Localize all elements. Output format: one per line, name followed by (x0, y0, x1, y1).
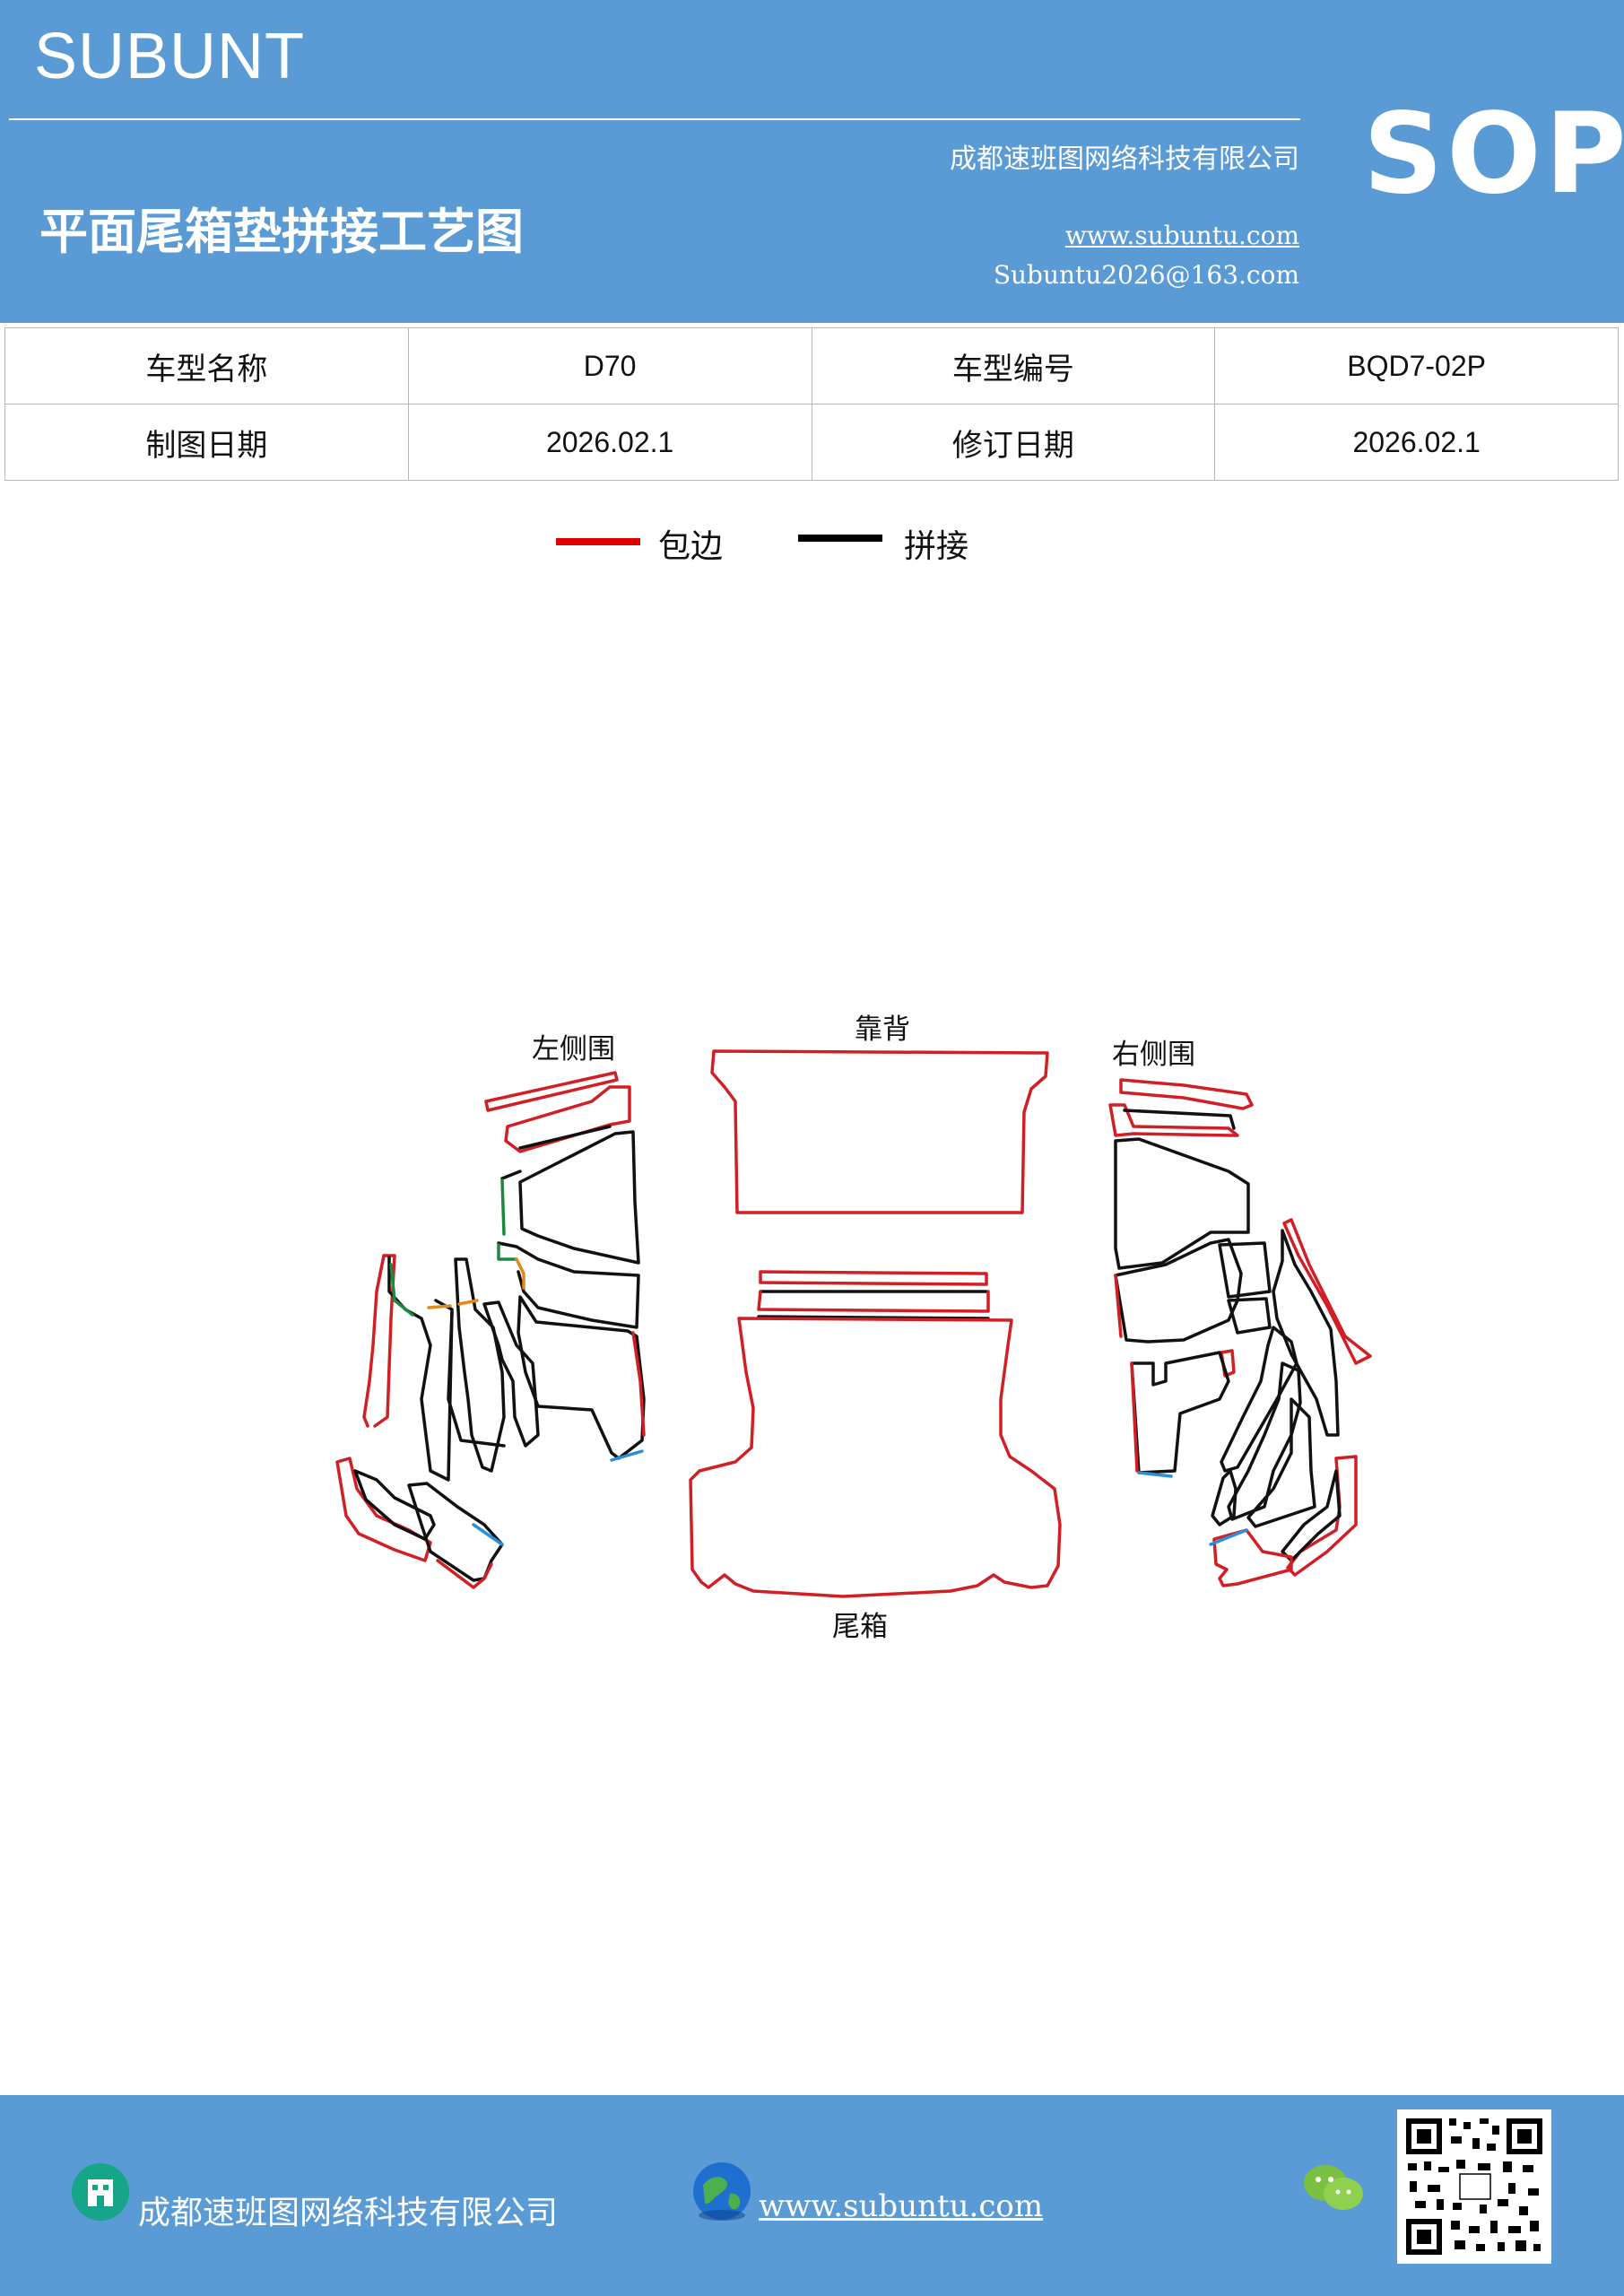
middle-strip (757, 1290, 990, 1313)
footer-banner: 成都速班图网络科技有限公司 www.subuntu.com (0, 2095, 1624, 2296)
right-part (1108, 1103, 1239, 1137)
legend-edge: 包边 (556, 520, 753, 574)
left-part (457, 1299, 479, 1306)
table-cell-label: 制图日期 (4, 404, 409, 481)
right-part (1246, 1397, 1316, 1528)
header-email: Subuntu2026@163.com (993, 260, 1299, 290)
left-part (362, 1254, 386, 1428)
table-cell-label: 车型编号 (811, 327, 1216, 404)
right-part (1227, 1297, 1272, 1335)
right-part (1114, 1137, 1250, 1270)
right-part (1137, 1471, 1173, 1478)
right-part (1220, 1326, 1298, 1473)
legend-edge-swatch (556, 538, 640, 545)
trunk-panel (689, 1317, 1062, 1598)
middle-strip (759, 1270, 988, 1286)
legend-seam-label: 拼接 (904, 528, 969, 565)
header-website-link[interactable]: www.subuntu.com (1064, 221, 1299, 250)
label-right-side: 右侧围 (1112, 1039, 1195, 1071)
left-part (500, 1178, 506, 1236)
legend-edge-label: 包边 (658, 528, 724, 565)
header-divider (9, 118, 1300, 120)
left-part (389, 1263, 414, 1317)
globe-icon (693, 2162, 751, 2221)
left-part (484, 1071, 619, 1112)
splice-diagram: 左侧围 靠背 右侧围 尾箱 (0, 987, 1624, 1668)
middle-strip (757, 1315, 990, 1320)
left-part (335, 1457, 432, 1562)
right-part (1114, 1238, 1243, 1344)
diagram-shapes (335, 1049, 1372, 1598)
vehicle-info-table: 车型名称 D70 车型编号 BQD7-02P 制图日期 2026.02.1 修订… (4, 327, 1619, 481)
table-cell-value: 2026.02.1 (407, 404, 812, 481)
left-part (353, 1469, 436, 1541)
right-part (1211, 1469, 1238, 1526)
left-part (497, 1241, 640, 1329)
left-part (427, 1304, 452, 1309)
left-part (515, 1257, 525, 1290)
label-trunk: 尾箱 (832, 1611, 888, 1643)
table-cell-value: BQD7-02P (1214, 327, 1619, 404)
table-cell-label: 车型名称 (4, 327, 409, 404)
footer-company: 成都速班图网络科技有限公司 (138, 2195, 559, 2231)
backrest-panel (710, 1049, 1049, 1214)
right-part (1286, 1455, 1358, 1577)
right-part (1119, 1078, 1254, 1110)
left-part (472, 1523, 504, 1546)
table-cell-value: 2026.02.1 (1214, 404, 1619, 481)
left-part (482, 1300, 540, 1448)
table-cell-value: D70 (407, 327, 812, 404)
legend-seam: 拼接 (798, 520, 995, 574)
header-banner: SUBUNT SOP 成都速班图网络科技有限公司 平面尾箱垫拼接工艺图 www.… (0, 0, 1624, 323)
right-part (1130, 1361, 1139, 1473)
right-part (1209, 1528, 1248, 1546)
right-part (1282, 1218, 1372, 1365)
footer-website-link[interactable]: www.subuntu.com (759, 2188, 1044, 2224)
right-part (1212, 1528, 1293, 1587)
table-cell-label: 修订日期 (811, 404, 1216, 481)
table-row: 车型名称 D70 车型编号 BQD7-02P (4, 327, 1619, 404)
left-part (454, 1257, 506, 1473)
label-left-side: 左侧围 (532, 1033, 615, 1065)
right-part (1114, 1274, 1123, 1338)
legend-seam-swatch (798, 535, 882, 542)
left-part (631, 1331, 646, 1437)
left-part (447, 1311, 506, 1448)
right-part (1123, 1109, 1236, 1130)
left-part (436, 1559, 493, 1589)
qr-code-pattern (1406, 2118, 1542, 2255)
table-row: 制图日期 2026.02.1 修订日期 2026.02.1 (4, 404, 1619, 481)
qr-code (1397, 2109, 1551, 2264)
left-part (518, 1125, 612, 1150)
left-part (518, 1130, 640, 1265)
right-part (1218, 1241, 1272, 1299)
left-part (610, 1449, 644, 1462)
right-part (1272, 1229, 1340, 1437)
label-back-rest: 靠背 (855, 1013, 910, 1046)
sop-mark: SOP (1363, 90, 1624, 219)
right-part (1130, 1351, 1230, 1474)
left-part (497, 1243, 518, 1261)
left-part (373, 1254, 396, 1428)
left-part (407, 1482, 504, 1582)
building-icon (72, 2163, 129, 2221)
wechat-icon (1304, 2165, 1363, 2210)
left-part (387, 1256, 454, 1482)
page-title: 平面尾箱垫拼接工艺图 (39, 203, 524, 260)
left-part (500, 1170, 522, 1180)
header-company: 成都速班图网络科技有限公司 (950, 144, 1299, 175)
right-part (1227, 1361, 1302, 1521)
brand-name: SUBUNT (34, 21, 306, 92)
left-part (504, 1085, 631, 1153)
